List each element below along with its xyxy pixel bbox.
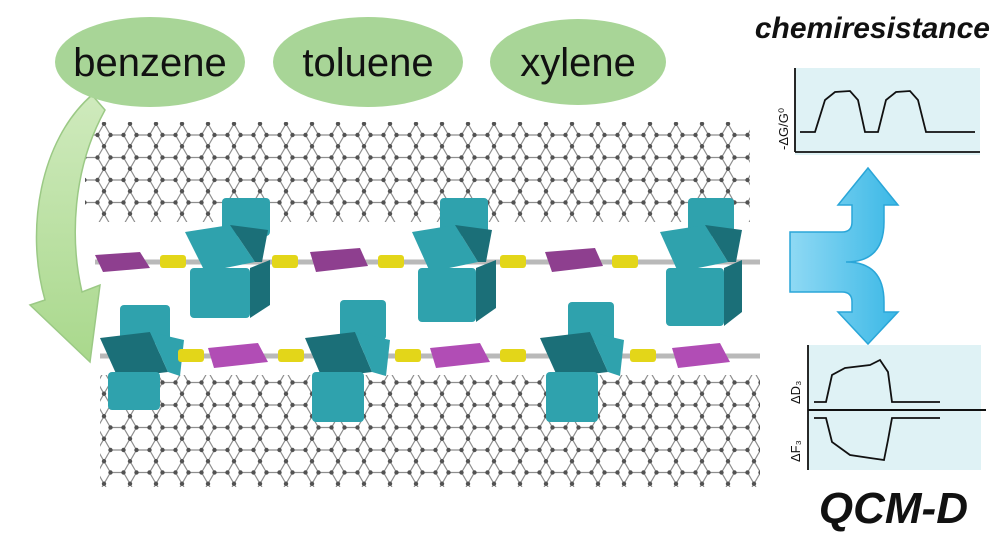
linker-unit	[178, 349, 204, 362]
analyte-bubble-toluene: toluene	[273, 17, 463, 107]
linker-unit	[500, 255, 526, 268]
analyte-label: toluene	[302, 41, 433, 85]
analyte-label: benzene	[73, 41, 226, 85]
linker-unit	[160, 255, 186, 268]
spacer-unit	[672, 343, 730, 368]
linker-unit	[378, 255, 404, 268]
spacer-unit	[208, 343, 268, 368]
polymer-chain-lower	[100, 300, 760, 422]
qcmd-panel: ΔD₃ ΔF₃	[788, 345, 986, 470]
chemiresistance-panel: -ΔG/G⁰	[776, 68, 980, 155]
analyte-bubble-benzene: benzene	[55, 17, 245, 107]
frequency-trace	[814, 417, 940, 462]
nanotube-bottom	[100, 375, 760, 487]
analyte-bubble-xylene: xylene	[490, 19, 666, 105]
spacer-unit	[310, 248, 368, 272]
chemiresistance-ylabel: -ΔG/G⁰	[776, 108, 791, 150]
spacer-unit	[95, 252, 150, 272]
cyclodextrin-unit	[412, 198, 496, 322]
linker-unit	[395, 349, 421, 362]
nanotube-top	[85, 122, 750, 222]
spacer-unit	[430, 343, 490, 368]
linker-unit	[278, 349, 304, 362]
cyclodextrin-unit	[305, 300, 390, 422]
cyclodextrin-unit	[100, 305, 184, 410]
spacer-unit	[545, 248, 603, 272]
linker-unit	[272, 255, 298, 268]
green-curved-arrow	[28, 93, 106, 364]
cyclodextrin-unit	[185, 198, 270, 318]
qcmd-upper-label: ΔD₃	[788, 381, 803, 404]
chemiresistance-title: chemiresistance	[755, 12, 990, 45]
analyte-label: xylene	[520, 41, 636, 85]
chemiresistance-trace	[800, 90, 975, 133]
cyclodextrin-unit	[540, 302, 624, 422]
cyclodextrin-unit	[660, 198, 742, 326]
blue-split-arrow	[789, 166, 900, 346]
qcmd-lower-label: ΔF₃	[788, 440, 803, 462]
linker-unit	[500, 349, 526, 362]
polymer-chain-upper	[95, 198, 760, 326]
qcmd-title: QCM-D	[819, 484, 968, 533]
linker-unit	[612, 255, 638, 268]
dissipation-trace	[814, 358, 940, 403]
linker-unit	[630, 349, 656, 362]
